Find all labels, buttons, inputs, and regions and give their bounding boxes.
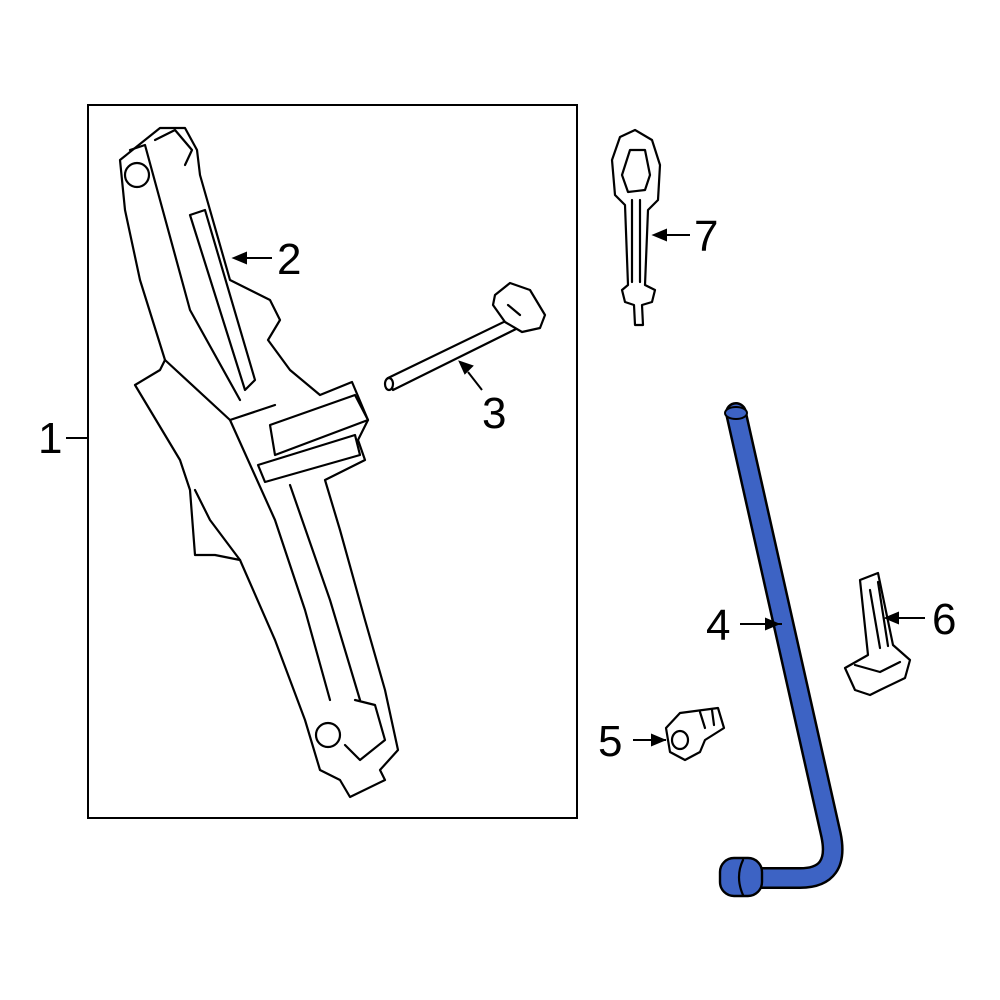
callout-2: 2: [277, 235, 301, 284]
callout-1: 1: [38, 414, 62, 463]
callout-6: 6: [932, 595, 956, 644]
callout-7: 7: [694, 212, 718, 261]
tow-hook-part[interactable]: [610, 128, 662, 327]
handle-part[interactable]: [383, 281, 547, 392]
clip-part[interactable]: [664, 706, 726, 762]
jack-part[interactable]: [118, 126, 400, 799]
wrench-part[interactable]: [718, 402, 844, 898]
assembly-box: [87, 104, 578, 819]
callout-leaders: [66, 228, 925, 747]
bracket-part[interactable]: [843, 571, 912, 697]
callout-3: 3: [482, 389, 506, 438]
callout-5: 5: [598, 717, 622, 766]
callout-4: 4: [706, 601, 730, 650]
